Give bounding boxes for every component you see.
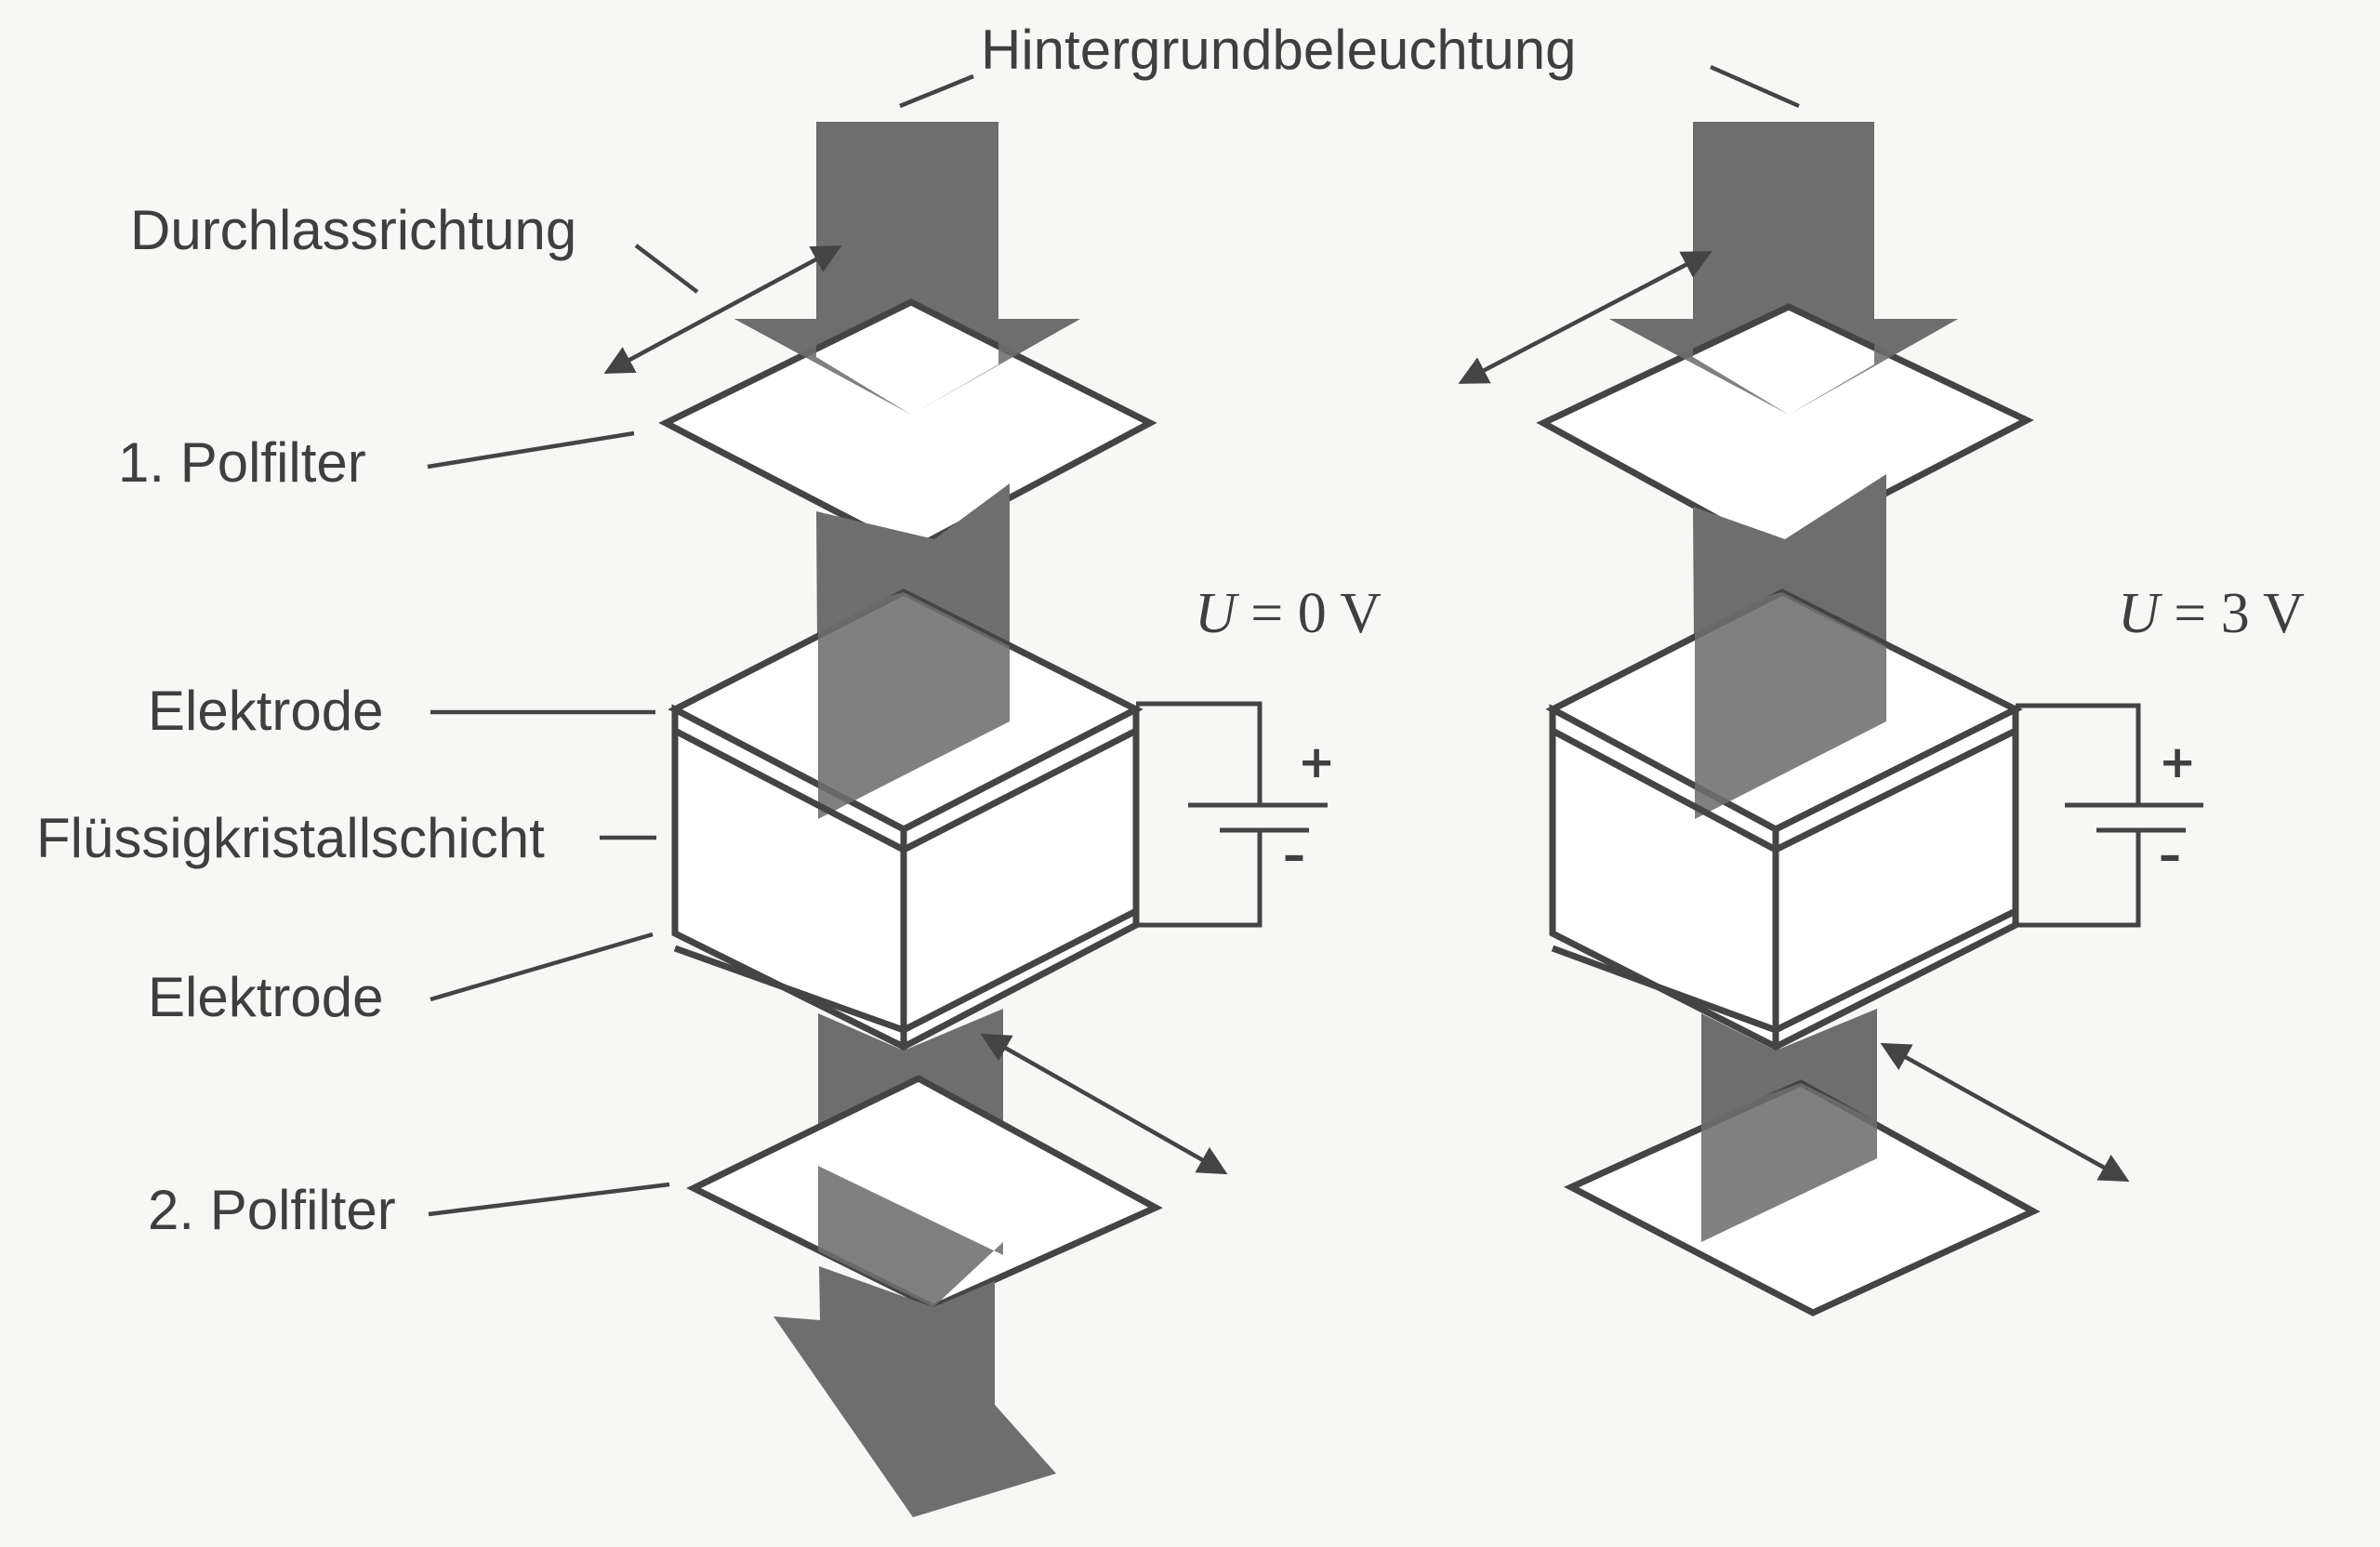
labels: Hintergrundbeleuchtung Durchlassrichtung… (36, 19, 2305, 1241)
voltage-label-left: U = 0 V (1195, 582, 1382, 645)
label-liquid-crystal-layer: Flüssigkristallschicht (36, 807, 545, 869)
beam-over-polfilter-1-right (1609, 319, 1958, 415)
outgoing-light-arrow-left (774, 1266, 1056, 1517)
lcd-cell-right (1545, 588, 2023, 1052)
panel-left: + – (603, 122, 1335, 1517)
wire-top-right (2016, 703, 2141, 805)
battery-circuit-right: + – (2016, 703, 2203, 928)
leader-backlight-left (899, 73, 974, 109)
leader-polfilter-1 (427, 430, 635, 469)
wire-bottom-right (2016, 830, 2141, 928)
beam-on-cell-top-right (1695, 592, 1886, 819)
label-polfilter-1: 1. Polfilter (118, 431, 366, 494)
battery-minus-left: – (1283, 829, 1305, 881)
polarization-arrow-out-left (980, 1033, 1228, 1175)
voltage-label-right: U = 3 V (2118, 582, 2305, 645)
lcd-cell-left (668, 588, 1144, 1052)
battery-circuit-left: + – (1136, 701, 1335, 928)
label-pass-direction: Durchlassrichtung (130, 199, 576, 261)
label-electrode-top: Elektrode (148, 680, 383, 742)
beam-on-cell-top-left (818, 592, 1010, 819)
leader-backlight-right (1710, 64, 1800, 109)
battery-plus-right: + (2159, 736, 2196, 788)
polfilter-1-left (658, 298, 1157, 554)
beam-over-polfilter-2-left (818, 1123, 1003, 1307)
polfilter-1-right (1536, 303, 2034, 554)
beam-over-polfilter-2-right (1701, 1083, 1877, 1242)
wire-top-left (1136, 701, 1263, 805)
beam-over-polfilter-1-left (734, 319, 1080, 415)
wire-bottom-left (1136, 830, 1263, 928)
leader-polfilter-2 (428, 1182, 670, 1217)
label-backlight: Hintergrundbeleuchtung (981, 19, 1576, 81)
label-polfilter-2: 2. Polfilter (148, 1179, 396, 1241)
leader-pass-direction (634, 244, 699, 294)
battery-minus-right: – (2159, 829, 2181, 881)
battery-plus-left: + (1298, 736, 1335, 788)
polarization-arrow-in-left (603, 245, 842, 374)
polarization-arrow-out-right (1880, 1042, 2130, 1183)
label-electrode-bottom: Elektrode (148, 966, 383, 1028)
polarization-arrow-in-right (1458, 251, 1712, 384)
panel-right: + – (1458, 122, 2203, 1316)
leader-electrode-bottom (430, 932, 654, 1002)
